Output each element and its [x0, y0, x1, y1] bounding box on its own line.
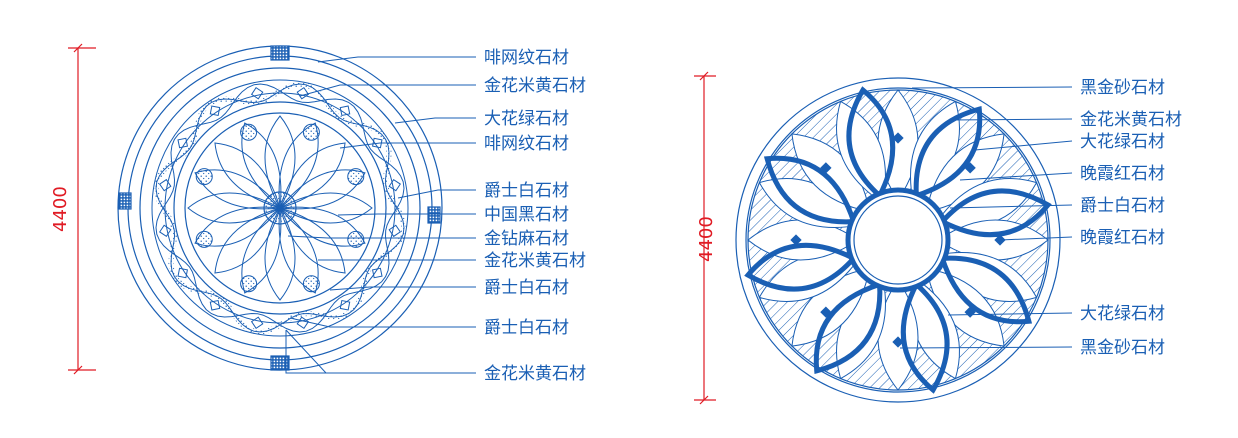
- left-material-label: 金钻麻石材: [484, 229, 569, 249]
- left-dimension-text: 4400: [50, 186, 71, 232]
- leader-line: [337, 213, 476, 216]
- left-dimension-line: [68, 43, 96, 375]
- leader-line: [339, 142, 476, 149]
- right-material-label: 大花绿石材: [1080, 304, 1165, 324]
- right-material-label: 大花绿石材: [1080, 132, 1165, 152]
- left-material-label: 啡网纹石材: [484, 48, 569, 68]
- leader-line: [394, 117, 476, 124]
- leader-line: [317, 56, 476, 63]
- left-medallion-plan: [117, 45, 443, 371]
- left-material-label: 金花米黄石材: [484, 76, 586, 96]
- leader-line: [289, 317, 476, 328]
- leader-line: [329, 286, 476, 291]
- right-dimension-line: [694, 71, 716, 405]
- left-material-label: 爵士白石材: [484, 278, 569, 298]
- left-material-label: 啡网纹石材: [484, 134, 569, 154]
- left-material-label: 爵士白石材: [484, 181, 569, 201]
- left-material-label: 爵士白石材: [484, 318, 569, 338]
- right-material-label: 黑金砂石材: [1080, 78, 1165, 98]
- right-dimension-text: 4400: [696, 216, 717, 262]
- leader-line: [299, 84, 476, 97]
- left-material-label: 大花绿石材: [484, 109, 569, 129]
- left-material-label: 中国黑石材: [484, 205, 569, 225]
- right-material-label: 晚霞红石材: [1080, 164, 1165, 184]
- right-material-label: 晚霞红石材: [1080, 228, 1165, 248]
- left-material-label: 金花米黄石材: [484, 364, 586, 384]
- left-material-label: 金花米黄石材: [484, 251, 586, 271]
- right-material-label: 爵士白石材: [1080, 196, 1165, 216]
- leader-line: [397, 189, 476, 199]
- right-material-label: 金花米黄石材: [1080, 110, 1182, 130]
- leader-line: [287, 235, 476, 239]
- right-material-label: 黑金砂石材: [1080, 338, 1165, 358]
